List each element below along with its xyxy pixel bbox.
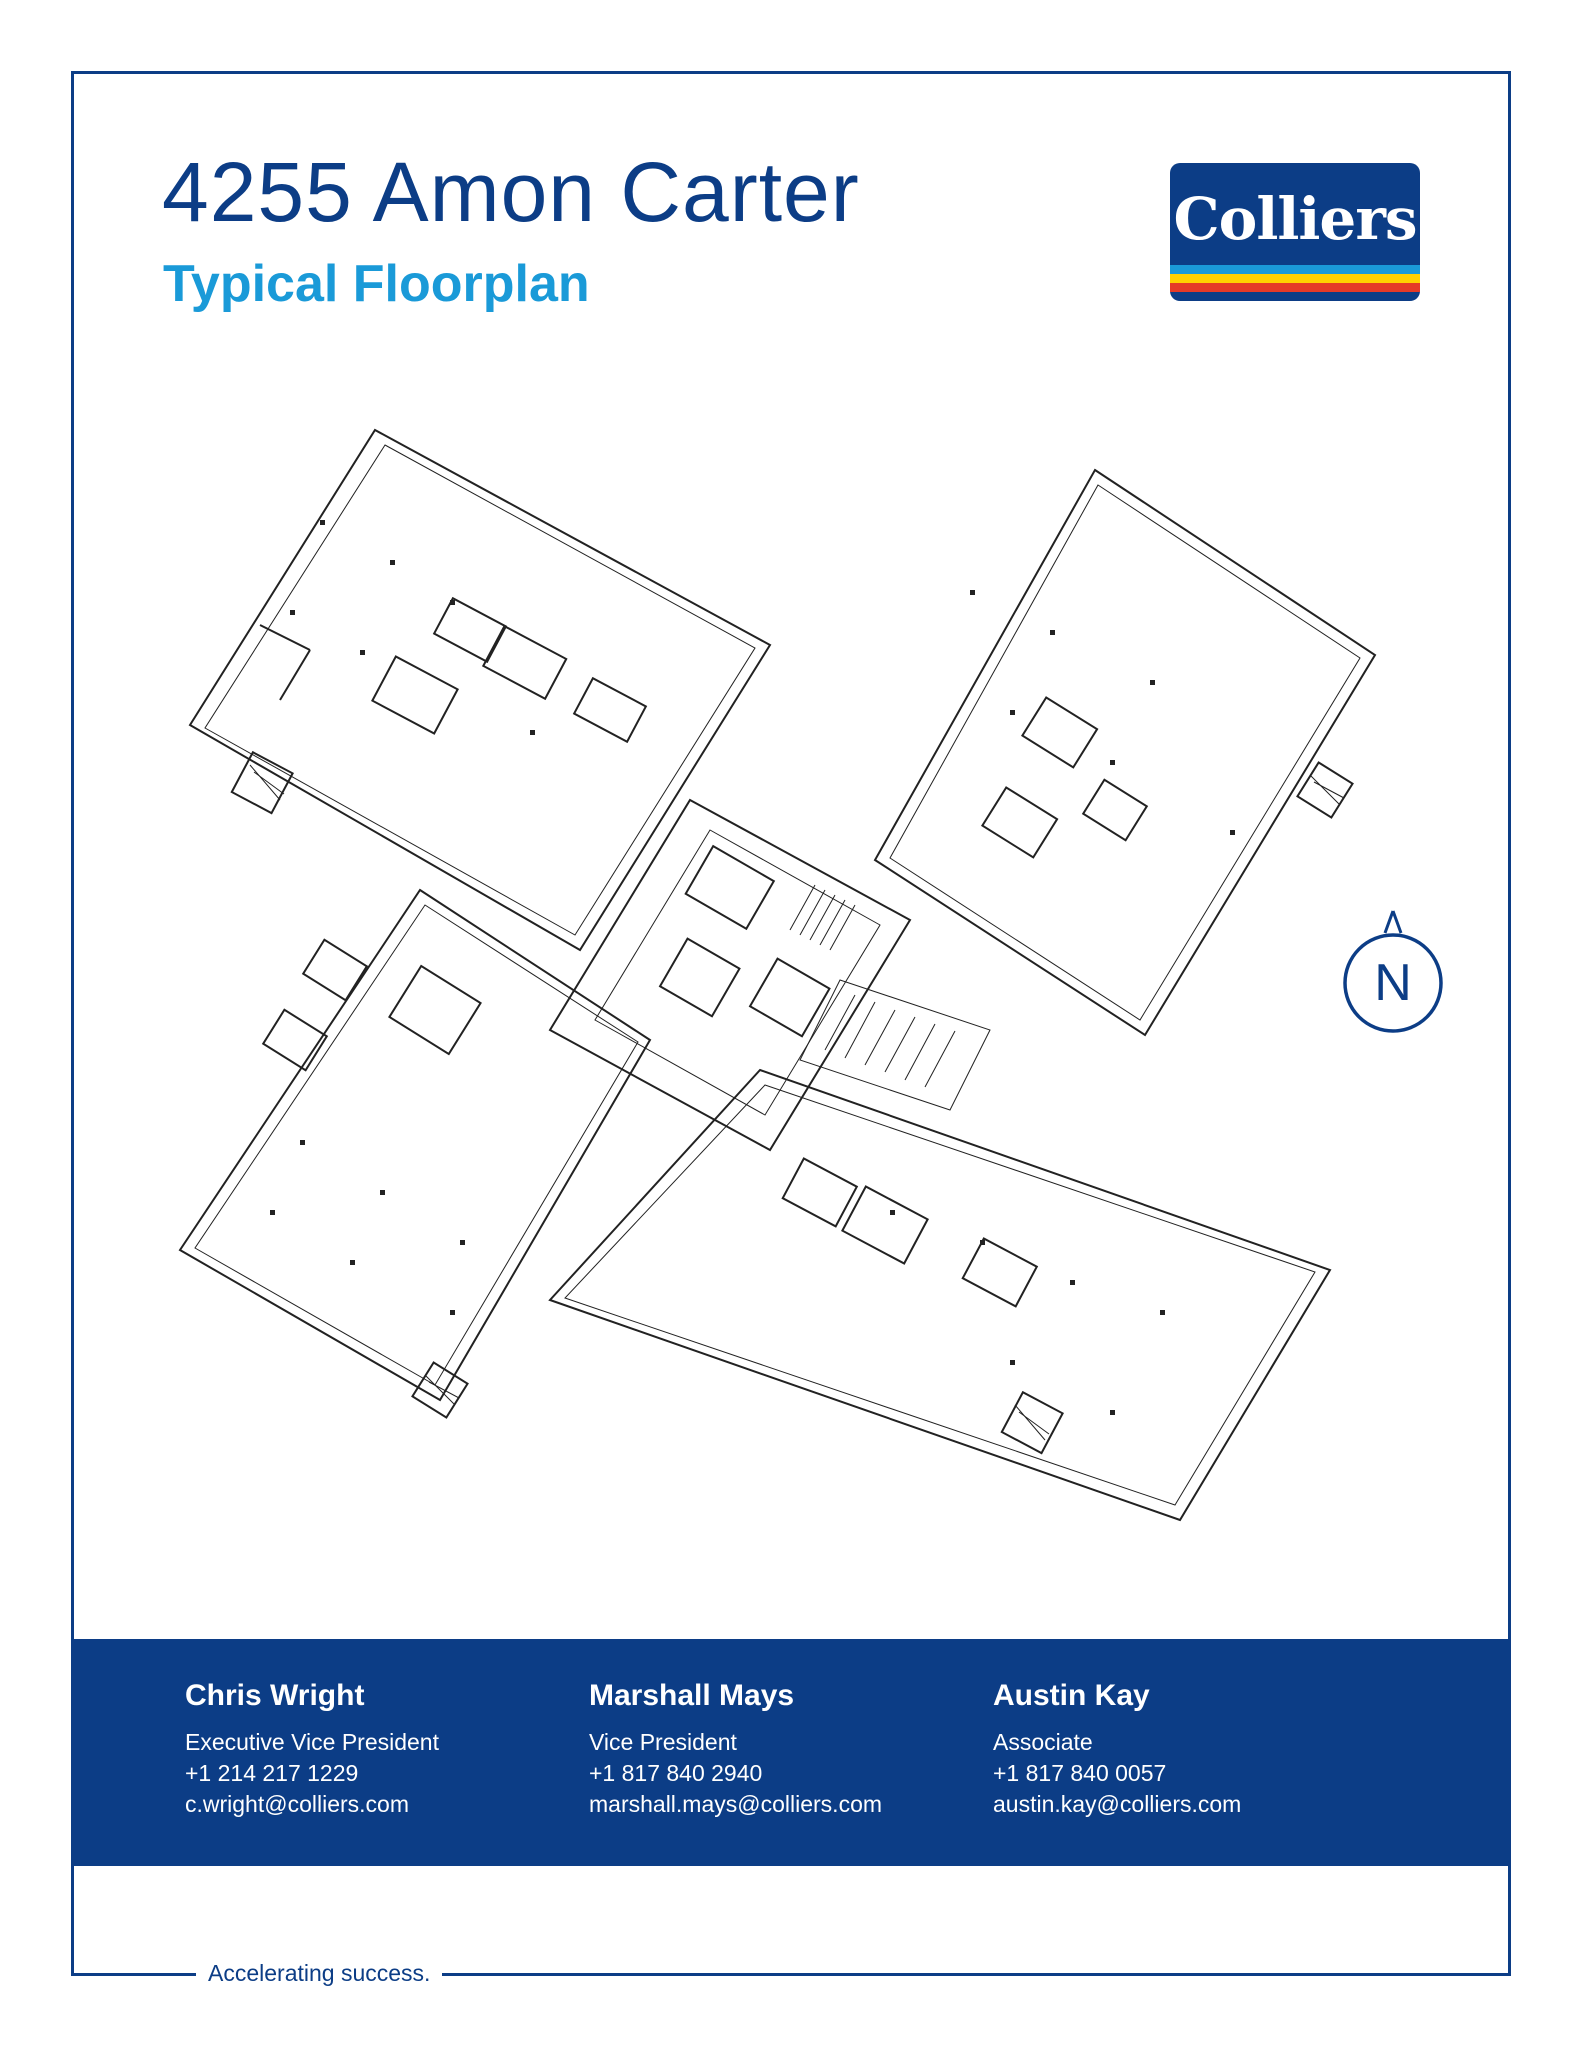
contact-phone[interactable]: +1 817 840 0057 <box>993 1760 1167 1786</box>
wing-northeast <box>873 468 1377 1037</box>
colliers-logo: Colliers <box>1170 163 1420 301</box>
contact-email[interactable]: austin.kay@colliers.com <box>993 1791 1242 1817</box>
contact-card: Marshall Mays Vice President +1 817 840 … <box>589 1679 882 1820</box>
contact-phone[interactable]: +1 214 217 1229 <box>185 1760 359 1786</box>
contact-card: Chris Wright Executive Vice President +1… <box>185 1679 439 1820</box>
structural-columns <box>270 520 1235 1415</box>
contact-footer: Chris Wright Executive Vice President +1… <box>71 1639 1511 1866</box>
contact-title: Executive Vice President <box>185 1729 439 1755</box>
tagline: Accelerating success. <box>196 1960 443 1987</box>
compass-label: N <box>1374 954 1412 1012</box>
central-core <box>548 798 991 1152</box>
page-title: 4255 Amon Carter <box>162 145 860 239</box>
wing-northwest <box>188 428 772 952</box>
logo-stripes <box>1170 265 1420 301</box>
floor-plan-drawing <box>178 428 1377 1522</box>
contact-name: Chris Wright <box>185 1679 365 1712</box>
contact-title: Associate <box>993 1729 1093 1755</box>
wing-southwest <box>178 888 652 1419</box>
contact-name: Austin Kay <box>993 1679 1150 1712</box>
page-subtitle: Typical Floorplan <box>163 255 590 313</box>
contact-title: Vice President <box>589 1729 737 1755</box>
contact-email[interactable]: marshall.mays@colliers.com <box>589 1791 883 1817</box>
contact-card: Austin Kay Associate +1 817 840 0057 aus… <box>993 1679 1241 1820</box>
north-arrow-icon: N <box>1338 905 1448 1040</box>
page-frame <box>71 71 1511 1976</box>
wing-southeast <box>548 1068 1332 1522</box>
logo-wordmark: Colliers <box>1173 185 1417 253</box>
contact-name: Marshall Mays <box>589 1679 795 1712</box>
contact-phone[interactable]: +1 817 840 2940 <box>589 1760 763 1786</box>
contact-email[interactable]: c.wright@colliers.com <box>185 1791 410 1817</box>
